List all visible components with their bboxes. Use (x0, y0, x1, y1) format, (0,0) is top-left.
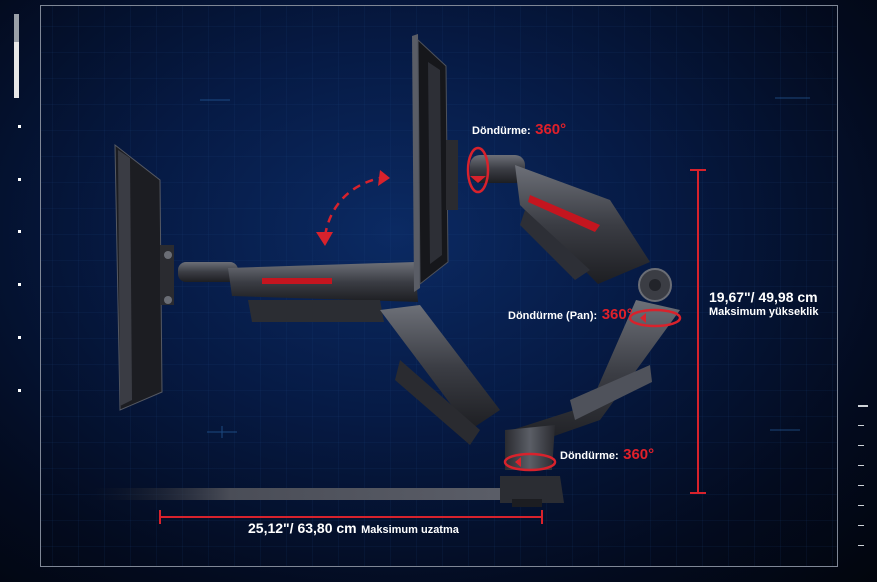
rotation-marker-top (466, 146, 490, 194)
top-rotation-label: Döndürme: (472, 125, 531, 137)
extension-dimension-cap-right (541, 510, 543, 524)
height-dimension-cap-bottom (690, 492, 706, 494)
height-dimension-cap-top (690, 169, 706, 171)
extension-dimension-line (160, 516, 542, 518)
base-rotation-label: Döndürme: (560, 450, 619, 462)
rotation-marker-pan (628, 308, 682, 328)
height-spec-caption: Maksimum yükseklik (709, 306, 819, 318)
extension-spec-caption: Maksimum uzatma (361, 524, 459, 536)
right-scale-decoration (858, 405, 868, 546)
extension-spec-value: 25,12"/ 63,80 cm (248, 520, 357, 536)
pan-rotation-label: Döndürme (Pan): (508, 310, 598, 322)
pan-rotation-callout: Döndürme (Pan): 360° (508, 306, 633, 324)
pan-rotation-value: 360° (601, 306, 633, 323)
base-rotation-value: 360° (623, 446, 655, 463)
rotation-marker-base (503, 452, 557, 472)
base-rotation-callout: Döndürme: 360° (560, 446, 654, 464)
extension-dimension-cap-left (159, 510, 161, 524)
height-dimension-line (697, 170, 699, 493)
left-scale-decoration (14, 14, 21, 392)
height-spec: 19,67"/ 49,98 cm Maksimum yükseklik (709, 289, 818, 318)
height-spec-value: 19,67"/ 49,98 cm (709, 289, 818, 305)
top-rotation-callout: Döndürme: 360° (472, 121, 566, 139)
extension-spec: 25,12"/ 63,80 cm Maksimum uzatma (248, 520, 459, 538)
top-rotation-value: 360° (535, 121, 567, 138)
content-frame (40, 5, 838, 567)
tilt-arrow (323, 176, 381, 237)
